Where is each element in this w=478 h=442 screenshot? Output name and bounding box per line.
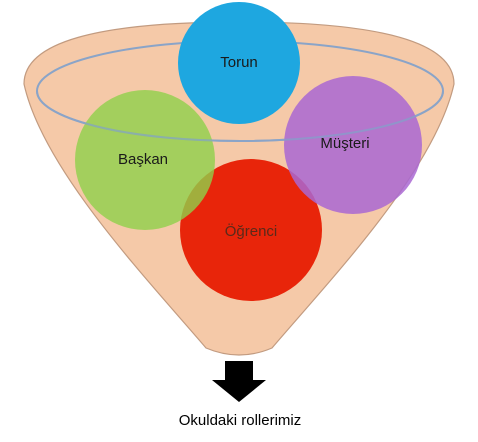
diagram-caption: Okuldaki rollerimiz (179, 412, 302, 429)
role-circle-musteri (284, 76, 422, 214)
role-label-baskan: Başkan (118, 151, 168, 168)
role-label-musteri: Müşteri (320, 135, 369, 152)
role-circle-torun (178, 2, 300, 124)
role-circle-ogrenci (180, 159, 322, 301)
role-circle-baskan (75, 90, 215, 230)
role-label-torun: Torun (220, 54, 258, 71)
arrow-down-icon (212, 361, 266, 402)
funnel-rim-front (36, 90, 444, 142)
role-label-ogrenci: Öğrenci (225, 222, 278, 240)
